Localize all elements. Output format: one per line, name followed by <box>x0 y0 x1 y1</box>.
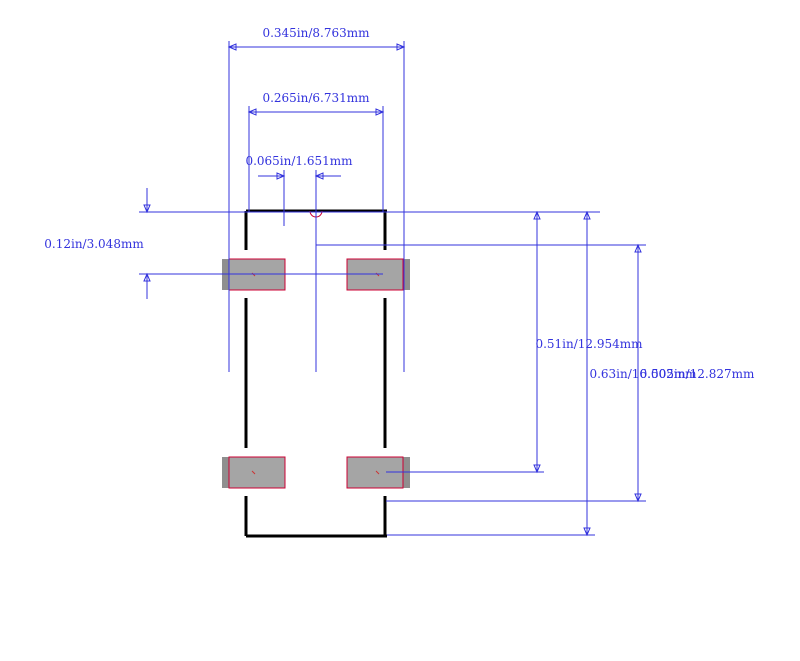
arrow-bottom <box>583 527 591 537</box>
arrow-left <box>247 108 257 116</box>
dim-pad-span-width: 0.265in/6.731mm <box>247 91 385 212</box>
arrow-right <box>375 108 385 116</box>
pad-2-mark <box>251 470 256 475</box>
arrow-left <box>276 172 286 180</box>
dim-body-length: 0.63in/16.002mm <box>387 210 697 537</box>
dim-pad-gap: 0.065in/1.651mm <box>245 154 353 372</box>
dim-label: 0.065in/1.651mm <box>245 154 353 168</box>
pad-3-mark <box>375 470 380 475</box>
dim-body-total-width: 0.345in/8.763mm <box>227 26 406 372</box>
dim-label: 0.51in/12.954mm <box>535 337 643 351</box>
dim-label: 0.265in/6.731mm <box>262 91 370 105</box>
arrow-right <box>396 43 406 51</box>
arrow-top <box>143 204 151 214</box>
dim-pad-pitch: 0.12in/3.048mm <box>44 188 600 299</box>
body-outline <box>244 209 387 538</box>
arrow-bottom <box>143 272 151 282</box>
arrow-top <box>634 243 642 253</box>
dim-label: 0.63in/16.002mm <box>589 367 697 381</box>
arrow-left <box>227 43 237 51</box>
dim-pad-vertical-span: 0.51in/12.954mm <box>316 210 646 474</box>
arrow-top <box>533 210 541 220</box>
arrow-top <box>583 210 591 220</box>
arrow-bottom <box>533 464 541 474</box>
dim-label: 0.345in/8.763mm <box>262 26 370 40</box>
pad-2 <box>228 456 286 489</box>
dim-lead-vertical-span: 0.505in/12.827mm <box>386 243 755 503</box>
arrow-bottom <box>634 493 642 503</box>
dim-label: 0.12in/3.048mm <box>44 237 144 251</box>
dim-label: 0.505in/12.827mm <box>640 367 755 381</box>
arrow-right <box>314 172 324 180</box>
